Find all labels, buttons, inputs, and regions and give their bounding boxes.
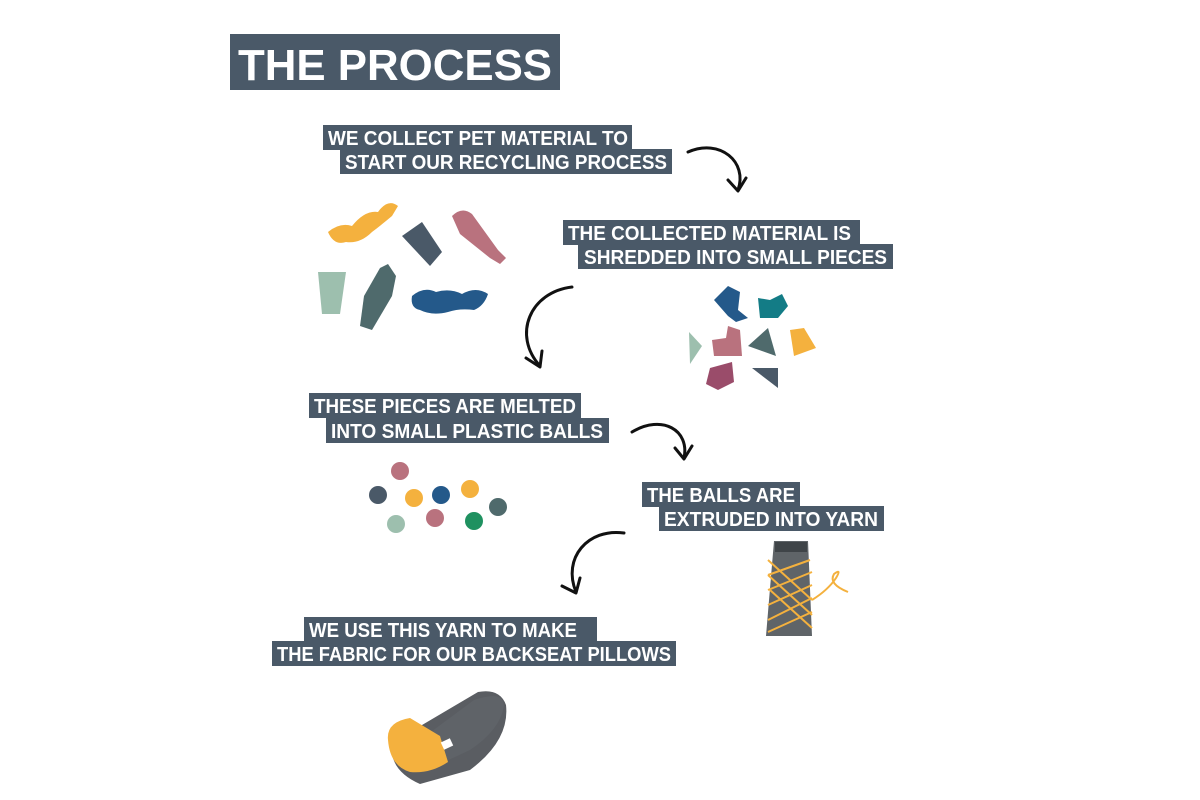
title-text: THE PROCESS <box>238 41 552 90</box>
plastic-balls-icon <box>369 462 507 533</box>
step-2-label: THE COLLECTED MATERIAL IS SHREDDED INTO … <box>563 220 893 269</box>
arrow-icon <box>630 422 694 461</box>
svg-text:THE BALLS ARE: THE BALLS ARE <box>647 485 795 507</box>
arrow-icon <box>524 285 574 369</box>
page-title: THE PROCESS <box>230 34 560 90</box>
plastic-bottles-icon <box>318 203 506 330</box>
shredded-pieces-icon <box>689 286 816 390</box>
step-5-label: WE USE THIS YARN TO MAKE THE FABRIC FOR … <box>272 617 676 666</box>
svg-text:THE COLLECTED MATERIAL IS: THE COLLECTED MATERIAL IS <box>568 223 851 245</box>
svg-text:INTO SMALL PLASTIC BALLS: INTO SMALL PLASTIC BALLS <box>331 421 603 443</box>
svg-text:SHREDDED INTO SMALL PIECES: SHREDDED INTO SMALL PIECES <box>584 247 887 269</box>
svg-text:THE FABRIC FOR OUR BACKSEAT PI: THE FABRIC FOR OUR BACKSEAT PILLOWS <box>277 644 671 666</box>
arrow-icon <box>560 530 626 595</box>
step-3-label: THESE PIECES ARE MELTED INTO SMALL PLAST… <box>309 393 609 443</box>
arrow-icon <box>686 146 748 193</box>
backseat-pillow-icon <box>387 691 507 784</box>
svg-text:START OUR RECYCLING PROCESS: START OUR RECYCLING PROCESS <box>345 152 667 174</box>
svg-text:WE USE THIS YARN TO MAKE: WE USE THIS YARN TO MAKE <box>309 620 577 642</box>
step-1-label: WE COLLECT PET MATERIAL TO START OUR REC… <box>323 125 672 174</box>
svg-text:THESE PIECES ARE MELTED: THESE PIECES ARE MELTED <box>314 396 576 418</box>
yarn-spool-icon <box>766 541 849 636</box>
step-4-label: THE BALLS ARE EXTRUDED INTO YARN <box>642 482 884 531</box>
svg-text:WE COLLECT PET MATERIAL TO: WE COLLECT PET MATERIAL TO <box>328 128 628 150</box>
svg-text:EXTRUDED INTO YARN: EXTRUDED INTO YARN <box>664 509 878 531</box>
